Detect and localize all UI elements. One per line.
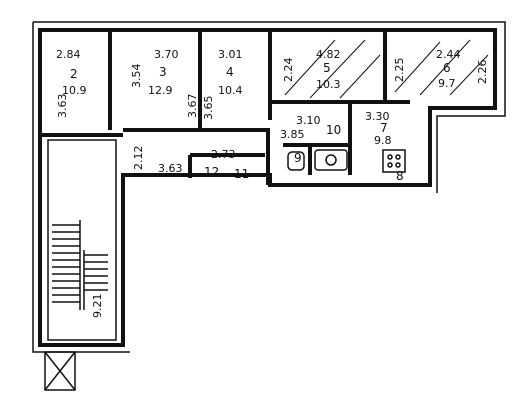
room-6-area: 9.7 xyxy=(438,77,456,90)
service-rooms: 3.10 3.85 10 9 8 xyxy=(280,114,404,183)
room-3-width: 3.70 xyxy=(154,48,179,61)
room-5-hatch xyxy=(284,39,381,99)
closet-11-number: 11 xyxy=(234,167,249,181)
room-4-width: 3.01 xyxy=(218,48,243,61)
room-3-depth-left: 3.54 xyxy=(130,64,143,89)
kitchen-room-number: 8 xyxy=(396,169,404,183)
room-6-width: 2.44 xyxy=(436,48,461,61)
room-2-width: 2.84 xyxy=(56,48,81,61)
room-7: 3.30 7 9.8 xyxy=(365,110,392,147)
room-6-number: 6 xyxy=(443,61,451,75)
room-6-depth-left: 2.25 xyxy=(393,58,406,83)
room-3: 3.54 3.70 3 12.9 3.67 xyxy=(130,48,199,118)
room-2-area: 10.9 xyxy=(62,84,87,97)
room-4-number: 4 xyxy=(226,65,234,79)
room-7-number: 7 xyxy=(380,121,388,135)
room-3-depth-right: 3.67 xyxy=(186,94,199,119)
room-5-depth: 2.24 xyxy=(282,58,295,83)
room-2: 2.84 2 10.9 3.63 xyxy=(56,48,87,118)
corridor: 2.12 3.63 2.73 12 11 xyxy=(132,146,249,182)
room-7-width: 3.30 xyxy=(365,110,390,123)
room-5-area: 10.3 xyxy=(316,78,341,91)
hall-area: 3.85 xyxy=(280,128,305,141)
bath-room-number: 10 xyxy=(326,123,341,137)
corridor-length: 3.63 xyxy=(158,162,183,175)
hall-width: 3.10 xyxy=(296,114,321,127)
room-2-depth: 3.63 xyxy=(56,94,69,119)
interior-walls xyxy=(40,30,410,185)
room-5: 2.24 4.82 5 10.3 xyxy=(282,48,341,91)
room-7-area: 9.8 xyxy=(374,134,392,147)
room-2-number: 2 xyxy=(70,67,78,81)
room-6-depth-right: 2.26 xyxy=(476,60,489,85)
room-3-area: 12.9 xyxy=(148,84,173,97)
stair-steps xyxy=(52,220,108,310)
stair-length: 9.21 xyxy=(91,294,104,319)
room-5-number: 5 xyxy=(323,61,331,75)
wc-room-number: 9 xyxy=(294,151,302,165)
room-3-number: 3 xyxy=(159,65,167,79)
stair-hall xyxy=(47,139,117,341)
corridor-width: 2.73 xyxy=(211,148,236,161)
room-4-depth: 3.65 xyxy=(202,96,215,121)
entrance-box xyxy=(44,351,76,391)
corridor-depth: 2.12 xyxy=(132,146,145,171)
room-6: 2.25 2.44 6 9.7 2.26 xyxy=(393,48,489,90)
closet-12-number: 12 xyxy=(204,165,219,179)
bathroom-fixtures xyxy=(287,149,406,173)
room-5-width: 4.82 xyxy=(316,48,341,61)
room-4: 3.01 4 10.4 3.65 xyxy=(202,48,243,120)
room-4-area: 10.4 xyxy=(218,84,243,97)
room-6-hatch xyxy=(394,39,489,96)
